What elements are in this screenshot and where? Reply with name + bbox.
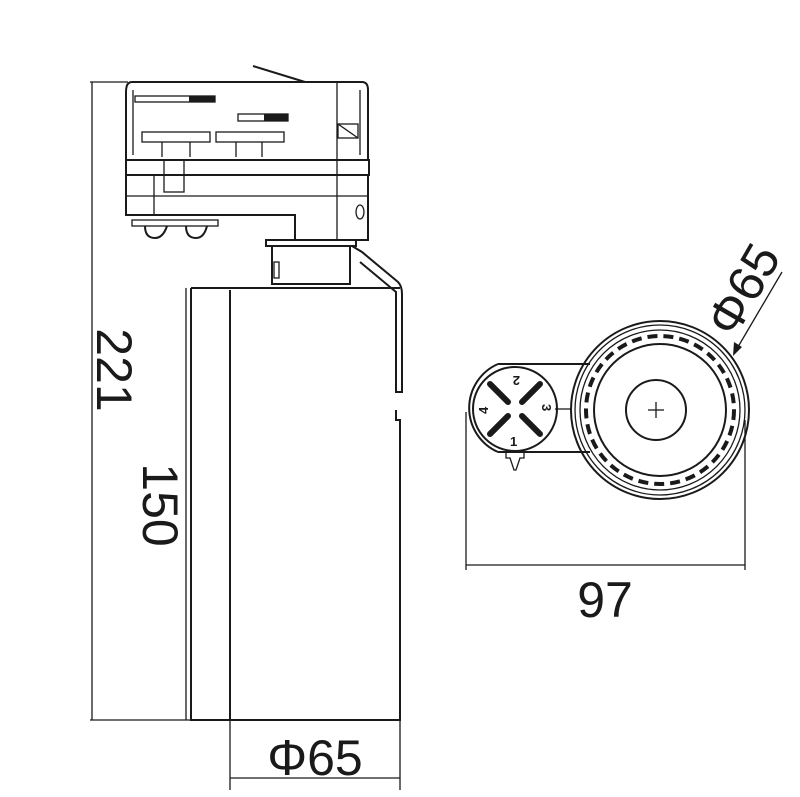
dimension-body-diameter-label: Φ65 bbox=[267, 730, 363, 786]
dimension-head-diameter-label: Φ65 bbox=[695, 234, 791, 345]
dimension-body-diameter: Φ65 bbox=[229, 720, 401, 790]
lamp-body bbox=[190, 245, 403, 721]
dimension-97-label: 97 bbox=[577, 572, 633, 628]
dimension-150-label: 150 bbox=[132, 463, 188, 546]
dimension-221-label: 221 bbox=[86, 328, 142, 411]
dimension-head-diameter: Φ65 bbox=[695, 234, 791, 356]
dial-label-2: 2 bbox=[513, 373, 520, 388]
track-adapter bbox=[125, 65, 370, 285]
dimension-221: 221 bbox=[86, 81, 230, 721]
dimension-97: 97 bbox=[465, 412, 746, 628]
dial-label-1: 1 bbox=[510, 434, 517, 449]
dimension-150: 150 bbox=[132, 288, 188, 720]
dial-label-3: 3 bbox=[539, 404, 554, 411]
lamp-head bbox=[570, 320, 750, 500]
connector-dial: 1 2 3 4 bbox=[472, 366, 558, 471]
dial-label-4: 4 bbox=[476, 406, 491, 414]
end-view: 1 2 3 4 bbox=[468, 320, 750, 500]
